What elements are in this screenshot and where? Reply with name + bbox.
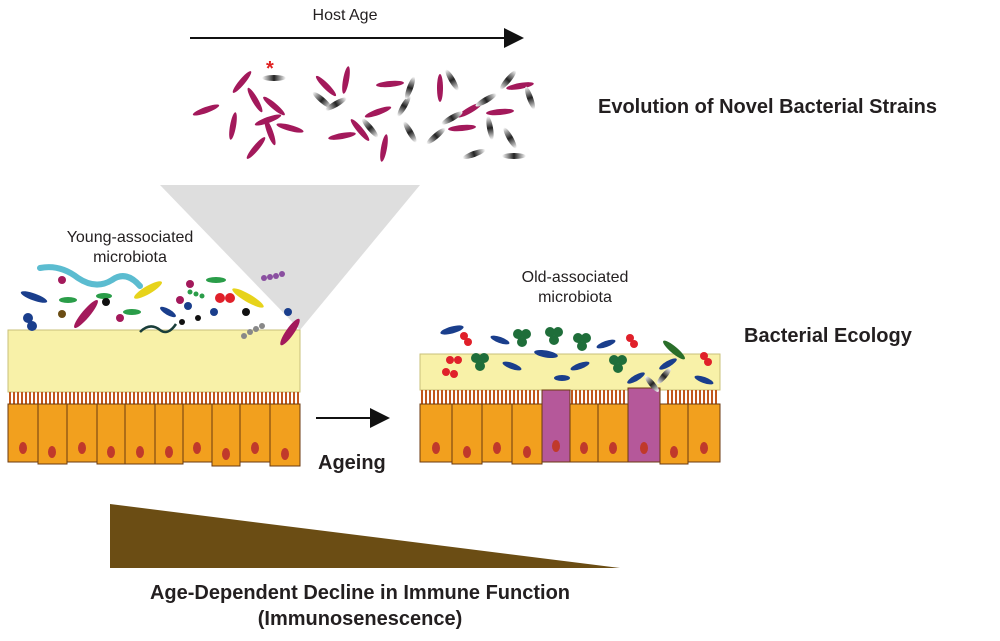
old-label-line2: microbiota	[538, 289, 612, 306]
young-microbiota	[20, 264, 300, 346]
old-microbiota	[440, 325, 714, 392]
old-label-line1: Old-associated	[521, 269, 629, 286]
immune-decline-wedge	[110, 504, 620, 568]
ecology-label: Bacterial Ecology	[744, 325, 912, 347]
old-tissue	[419, 353, 721, 465]
evolution-bacteria-magenta	[192, 66, 534, 162]
evolution-bacteria-novel	[262, 69, 535, 159]
magnification-cone	[160, 185, 420, 330]
host-age-label: Host Age	[312, 7, 378, 24]
young-label-line2: microbiota	[93, 249, 167, 266]
young-tissue	[7, 329, 301, 467]
immunosenescence-label: Age-Dependent Decline in Immune Function…	[60, 580, 660, 632]
young-label-line1: Young-associated	[66, 229, 194, 246]
evolution-label: Evolution of Novel Bacterial Strains	[598, 96, 937, 118]
young-microbiota-label: Young-associated microbiota	[40, 228, 220, 268]
ageing-label: Ageing	[318, 452, 386, 474]
epithelial-cell-icon	[7, 403, 301, 467]
mutation-marker: *	[266, 58, 274, 80]
decline-label-line1: Age-Dependent Decline in Immune Function	[149, 582, 571, 604]
decline-label-line2: (Immunosenescence)	[257, 608, 463, 630]
old-microbiota-label: Old-associated microbiota	[500, 268, 650, 308]
